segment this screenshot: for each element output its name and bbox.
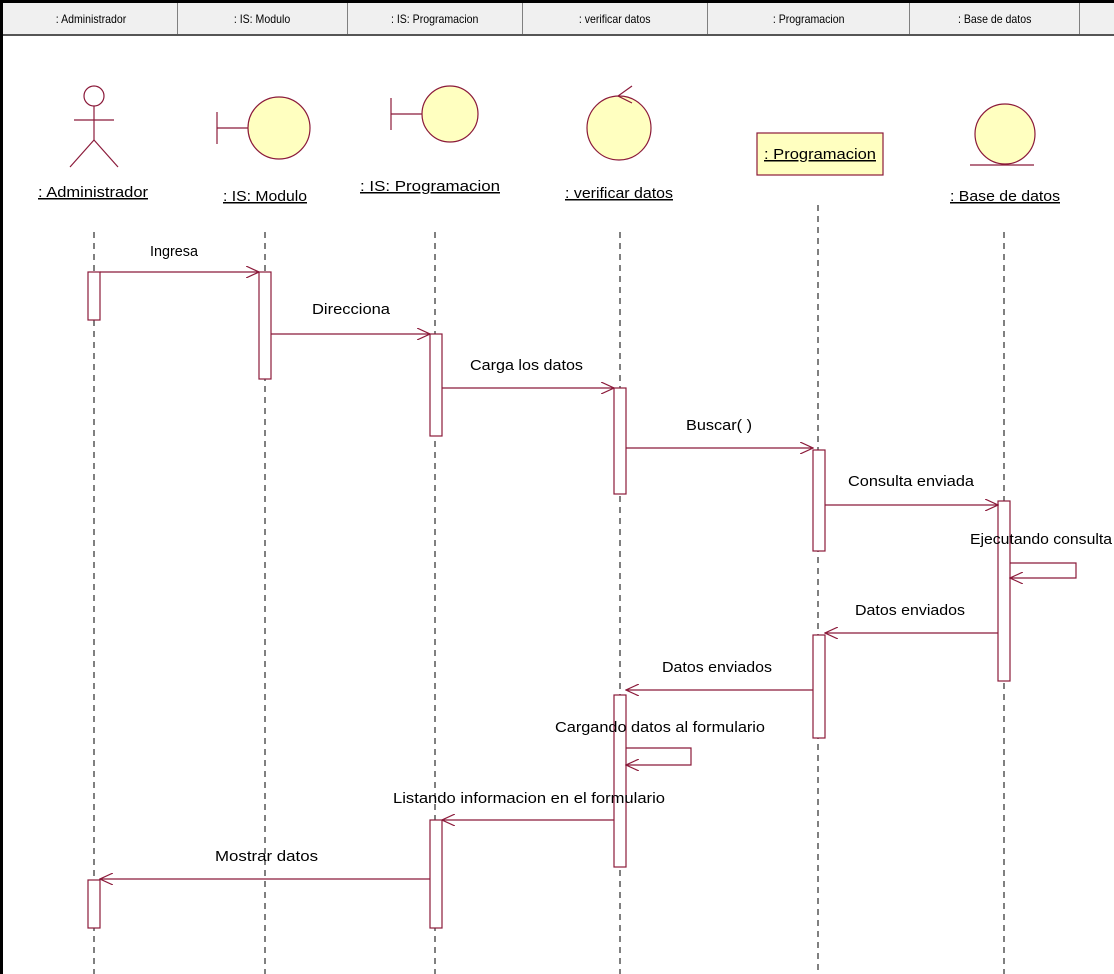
lifeline-header-bar: : Administrador : IS: Modulo : IS: Progr…: [3, 3, 1114, 36]
object-label-verificar[interactable]: : verificar datos: [565, 185, 673, 202]
message-label: Consulta enviada: [848, 473, 975, 490]
message-label: Direcciona: [312, 301, 391, 318]
activation-bar: [997, 500, 1011, 682]
activation-bar: [429, 819, 443, 929]
activation-bar: [613, 694, 627, 868]
message-label: Ejecutando consulta: [970, 531, 1113, 548]
entity-icon[interactable]: [970, 103, 1036, 166]
activation-bar: [87, 271, 101, 321]
header-label: : Programacion: [772, 11, 845, 26]
header-cell-programacion-ui[interactable]: : IS: Programacion: [348, 3, 523, 34]
message-arrow-self-ejecutando[interactable]: [1010, 562, 1077, 578]
object-label-base-datos[interactable]: : Base de datos: [950, 188, 1060, 205]
activation-bars: [87, 271, 1011, 929]
message-label: Ingresa: [150, 243, 199, 260]
entity-box-programacion[interactable]: [756, 132, 884, 176]
message-arrows: [100, 272, 1077, 879]
header-cell-modulo[interactable]: : IS: Modulo: [178, 3, 348, 34]
activation-bar: [258, 271, 272, 380]
object-label-programacion-ui[interactable]: : IS: Programacion: [360, 178, 500, 195]
activation-bar: [87, 879, 101, 929]
boundary-icon[interactable]: [390, 85, 479, 143]
message-label: Datos enviados: [662, 659, 772, 676]
header-label: : IS: Programacion: [391, 11, 479, 26]
object-label-modulo[interactable]: : IS: Modulo: [223, 188, 307, 205]
object-label-programacion[interactable]: : Programacion: [764, 146, 876, 163]
boundary-icon[interactable]: [216, 96, 311, 160]
header-label: : Base de datos: [957, 11, 1032, 26]
activation-bar: [812, 634, 826, 739]
message-label: Cargando datos al formulario: [555, 719, 765, 736]
message-label: Listando informacion en el formulario: [393, 790, 665, 807]
header-cell-base-datos[interactable]: : Base de datos: [910, 3, 1080, 34]
header-label: : IS: Modulo: [234, 11, 291, 26]
message-arrow-self-cargando[interactable]: [626, 747, 692, 765]
header-cell-administrador[interactable]: : Administrador: [6, 3, 178, 34]
message-label: Buscar( ): [686, 417, 752, 434]
actor-icon[interactable]: [69, 85, 119, 168]
object-label-administrador[interactable]: : Administrador: [38, 184, 148, 201]
message-label: Carga los datos: [470, 357, 583, 374]
activation-bar: [812, 449, 826, 552]
header-label: : Administrador: [56, 11, 127, 26]
control-icon[interactable]: [586, 85, 652, 161]
activation-bar: [429, 333, 443, 437]
message-label: Mostrar datos: [215, 848, 318, 865]
header-cell-verificar[interactable]: : verificar datos: [523, 3, 708, 34]
message-label: Datos enviados: [855, 602, 965, 619]
activation-bar: [613, 387, 627, 495]
header-cell-programacion[interactable]: : Programacion: [708, 3, 910, 34]
header-label: : verificar datos: [579, 11, 651, 26]
